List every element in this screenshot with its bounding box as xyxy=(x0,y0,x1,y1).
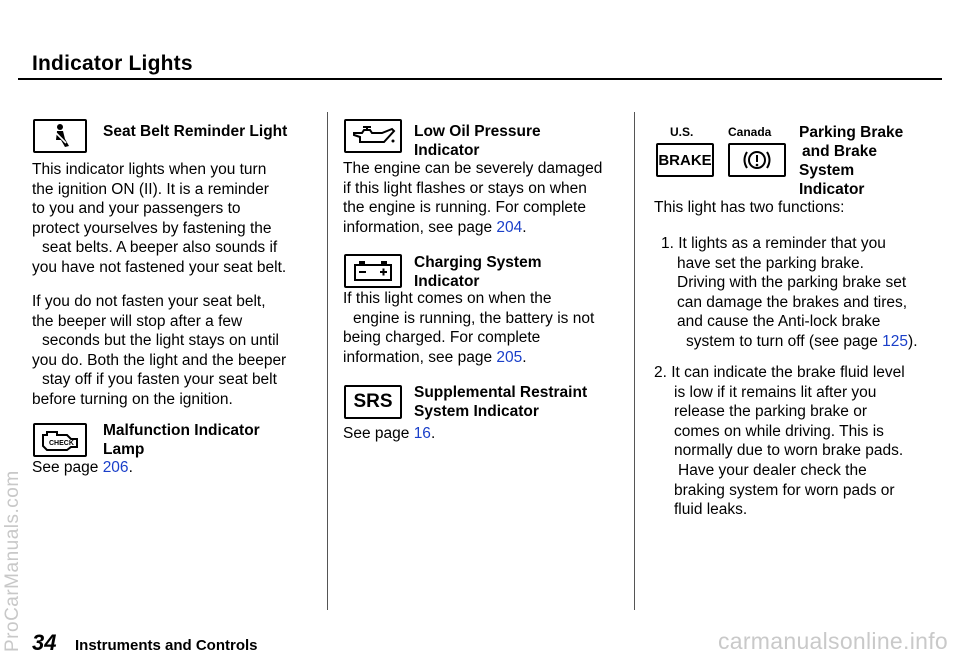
header-rule xyxy=(18,78,942,80)
charging-text: If this light comes on when the engine i… xyxy=(343,290,595,366)
srs-see-page: See page 16. xyxy=(343,425,436,442)
charging-heading: Charging System Indicator xyxy=(414,254,542,290)
parking-brake-heading: Parking Brake and Brake System Indicator xyxy=(799,124,904,198)
seat-belt-paragraph-2: If you do not fasten your seat belt, the… xyxy=(32,293,287,408)
column-divider-1 xyxy=(327,112,328,610)
column-divider-2 xyxy=(634,112,635,610)
parking-brake-item-2: 2. It can indicate the brake fluid level… xyxy=(654,364,905,519)
low-oil-page-link[interactable]: 204 xyxy=(496,218,523,236)
canada-label: Canada xyxy=(728,125,772,139)
seat-belt-heading: Seat Belt Reminder Light xyxy=(103,123,288,140)
parking-brake-page-link[interactable]: 125 xyxy=(882,332,909,350)
malfunction-heading: Malfunction Indicator Lamp xyxy=(103,422,260,458)
parking-brake-item-1: 1. It lights as a reminder that you have… xyxy=(661,235,918,350)
seat-belt-icon xyxy=(33,119,87,153)
check-engine-icon: CHECK xyxy=(33,423,87,457)
oil-can-icon xyxy=(344,119,402,153)
parking-brake-intro: This light has two functions: xyxy=(654,199,845,216)
low-oil-text: The engine can be severely damaged if th… xyxy=(343,160,603,236)
us-label: U.S. xyxy=(670,125,694,139)
watermark-text: ProCarManuals.com xyxy=(2,470,23,652)
malfunction-see-page: See page 206. xyxy=(32,459,133,476)
brake-circle-icon xyxy=(728,143,786,177)
brake-icon: BRAKE xyxy=(656,143,714,177)
battery-icon xyxy=(344,254,402,288)
seat-belt-paragraph-1: This indicator lights when you turn the … xyxy=(32,161,287,276)
page-title: Indicator Lights xyxy=(32,52,193,75)
low-oil-heading: Low Oil Pressure Indicator xyxy=(414,123,541,159)
malfunction-page-link[interactable]: 206 xyxy=(102,459,129,476)
charging-page-link[interactable]: 205 xyxy=(496,348,523,366)
srs-page-link[interactable]: 16 xyxy=(413,425,431,442)
section-name: Instruments and Controls xyxy=(75,637,258,654)
page-number: 34 xyxy=(32,630,57,655)
srs-heading: Supplemental Restraint System Indicator xyxy=(414,384,588,420)
check-engine-text: CHECK xyxy=(49,440,74,447)
srs-icon: SRS xyxy=(344,385,402,419)
site-watermark: carmanualsonline.info xyxy=(717,628,948,654)
watermark: ProCarManuals.com xyxy=(0,232,26,652)
